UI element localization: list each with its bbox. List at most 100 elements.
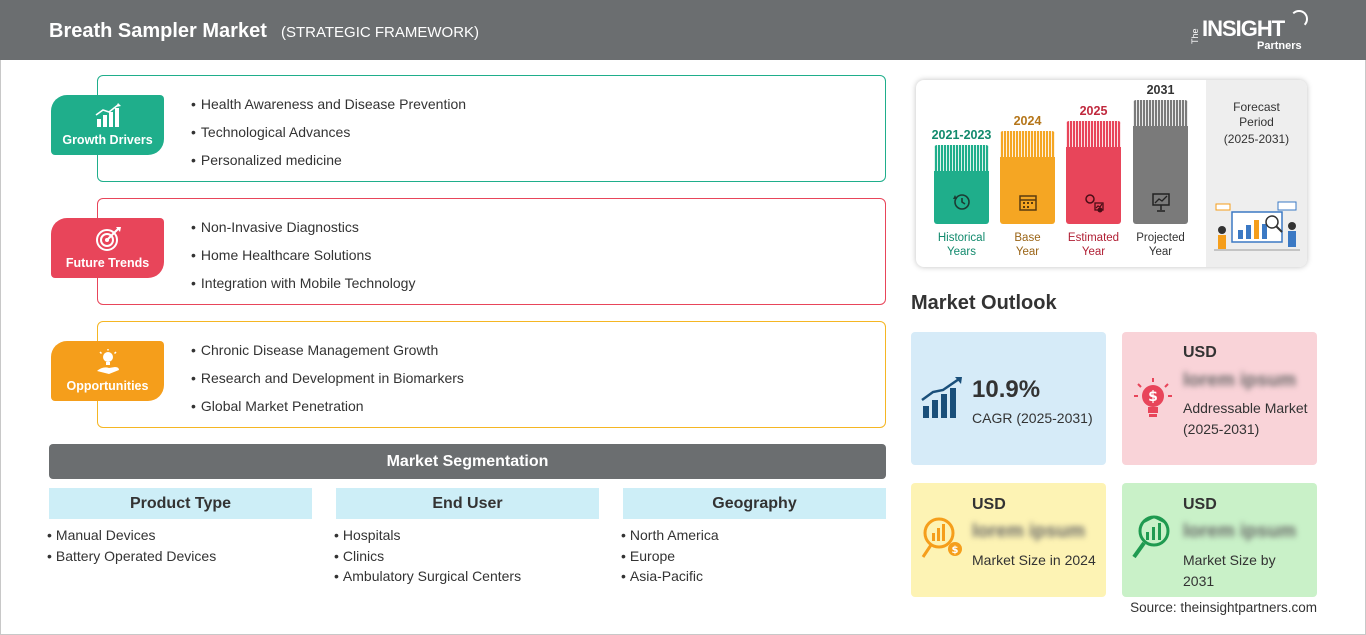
list-item: North America (621, 527, 719, 548)
size-2031-label: Market Size by 2031 (1183, 552, 1276, 589)
market-outlook-title: Market Outlook (911, 292, 1057, 314)
list-item: Ambulatory Surgical Centers (334, 568, 521, 589)
timeline-bar-stripe (1000, 131, 1055, 157)
page-title: Breath Sampler Market (49, 20, 267, 42)
end-user-list: Hospitals Clinics Ambulatory Surgical Ce… (334, 527, 521, 589)
timeline-bar (934, 145, 989, 224)
caption-line-2: Year (1081, 246, 1106, 258)
market-size-2031-card: USD lorem ipsum Market Size by 2031 (1122, 483, 1317, 597)
svg-text:$: $ (1148, 389, 1158, 405)
timeline-bar (1066, 121, 1121, 224)
timeline-bar (1133, 100, 1188, 224)
history-clock-icon (953, 194, 970, 210)
list-item: Manual Devices (47, 527, 216, 548)
opportunities-label: Opportunities (66, 379, 149, 393)
forecast-line-2: Period (1239, 115, 1274, 129)
caption-line-2: Year (1015, 246, 1040, 258)
insight-partners-logo[interactable]: The INSIGHT Partners (1190, 10, 1320, 54)
dollar-bulb-icon: $ (1134, 378, 1172, 417)
lightbulb-hand-icon (97, 349, 119, 374)
list-item: Hospitals (334, 527, 521, 548)
timeline-year-label: 2024 (1013, 114, 1042, 128)
cagr-value: 10.9% (972, 376, 1041, 403)
caption-line-1: Estimated (1067, 232, 1120, 244)
timeline-bar-stripe (934, 145, 989, 171)
list-item: Health Awareness and Disease Prevention (191, 96, 466, 124)
opportunities-list: Chronic Disease Management Growth Resear… (191, 342, 464, 426)
timeline-bar-stripe (1066, 121, 1121, 147)
logo-partners: Partners (1257, 40, 1302, 52)
caption-line-2: Year (1148, 246, 1173, 258)
rising-bars-icon (921, 377, 962, 418)
svg-text:$: $ (952, 545, 959, 556)
list-item: Technological Advances (191, 124, 466, 152)
addressable-market-card: $ USD lorem ipsum Addressable Market (20… (1122, 332, 1317, 465)
size-2031-usd: USD (1183, 496, 1217, 513)
list-item: Europe (621, 548, 719, 569)
size-2024-value: lorem ipsum (972, 521, 1085, 542)
forecast-line-1: Forecast (1233, 100, 1280, 114)
list-item: Home Healthcare Solutions (191, 247, 415, 275)
list-item: Chronic Disease Management Growth (191, 342, 464, 370)
list-item: Clinics (334, 548, 521, 569)
list-item: Asia-Pacific (621, 568, 719, 589)
future-trends-badge: Future Trends (51, 218, 164, 278)
future-trends-list: Non-Invasive Diagnostics Home Healthcare… (191, 219, 416, 303)
product-type-list: Manual Devices Battery Operated Devices (47, 527, 216, 568)
timeline-year-label: 2031 (1146, 83, 1175, 97)
caption-line-1: Projected (1136, 232, 1185, 244)
addressable-label: Addressable Market (2025-2031) (1183, 400, 1308, 437)
segment-header-geography: Geography (623, 488, 886, 519)
list-item: Research and Development in Biomarkers (191, 370, 464, 398)
market-size-2024-card: $ USD lorem ipsum Market Size in 2024 (911, 483, 1106, 597)
gears-chart-icon (1085, 194, 1104, 213)
header-bar: Breath Sampler Market (STRATEGIC FRAMEWO… (0, 0, 1366, 60)
forecast-line-3: (2025-2031) (1223, 132, 1290, 146)
presentation-icon (1152, 193, 1170, 212)
future-trends-label: Future Trends (65, 256, 150, 270)
forecast-period-panel: Forecast Period (2025-2031) (1206, 80, 1307, 267)
timeline-bar-stripe (1133, 100, 1188, 126)
logo-the: The (1190, 28, 1200, 44)
future-trends-box: Non-Invasive Diagnostics Home Healthcare… (97, 198, 886, 305)
list-item: Battery Operated Devices (47, 548, 216, 569)
size-2024-usd: USD (972, 496, 1006, 513)
list-item: Integration with Mobile Technology (191, 275, 416, 303)
segment-header-end-user: End User (336, 488, 599, 519)
market-segmentation-title: Market Segmentation (49, 444, 886, 479)
cagr-card: 10.9% CAGR (2025-2031) (911, 332, 1106, 465)
addressable-value: lorem ipsum (1183, 370, 1296, 391)
page-subtitle: (STRATEGIC FRAMEWORK) (281, 24, 480, 41)
caption-line-2: Years (947, 246, 976, 258)
caption-line-1: Base (1014, 232, 1041, 244)
addressable-usd: USD (1183, 344, 1217, 361)
timeline-bar (1000, 131, 1055, 224)
forecast-period-text: Forecast Period (2025-2031) (1206, 100, 1307, 147)
timeline-year-label: 2021-2023 (931, 128, 992, 142)
size-2024-label: Market Size in 2024 (972, 552, 1096, 568)
timeline-year-label: 2025 (1079, 104, 1108, 118)
logo-arc-icon (1290, 10, 1308, 28)
growth-chart-icon (95, 103, 121, 127)
opportunities-badge: Opportunities (51, 341, 164, 401)
caption-line-1: Historical (937, 232, 986, 244)
growth-drivers-badge: Growth Drivers (51, 95, 164, 155)
size-2031-value: lorem ipsum (1183, 521, 1296, 542)
calendar-icon (1019, 195, 1037, 211)
growth-drivers-label: Growth Drivers (62, 133, 153, 147)
segment-header-product-type: Product Type (49, 488, 312, 519)
cagr-label: CAGR (2025-2031) (972, 410, 1093, 426)
growth-drivers-list: Health Awareness and Disease Prevention … (191, 96, 466, 180)
growth-drivers-box: Health Awareness and Disease Prevention … (97, 75, 886, 182)
target-icon (96, 227, 121, 251)
list-item: Non-Invasive Diagnostics (191, 219, 415, 247)
geography-list: North America Europe Asia-Pacific (621, 527, 719, 589)
list-item: Global Market Penetration (191, 398, 464, 426)
growth-magnifier-icon (1132, 515, 1170, 559)
money-chart-icon: $ (921, 517, 962, 558)
list-item: Personalized medicine (191, 152, 466, 180)
